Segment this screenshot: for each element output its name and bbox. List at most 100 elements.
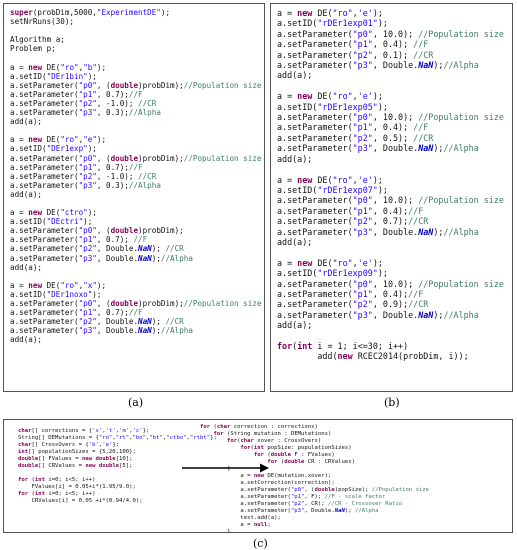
code-token: a.setParameter(: [277, 122, 353, 133]
code-token: , 0.7);: [96, 235, 134, 245]
code-token: //Alpha: [443, 309, 479, 320]
code-token: , 0.7);: [372, 216, 409, 227]
code-token: a =: [200, 473, 254, 479]
code-token: "p0": [352, 278, 373, 289]
code-token: new: [28, 280, 43, 290]
code-token: double: [110, 299, 139, 308]
code-line: a.setCorrection(correction);: [200, 480, 334, 486]
code-token: "DEctri": [46, 217, 84, 227]
code-token: ,: [129, 428, 133, 434]
code-token: a.setParameter(: [10, 98, 79, 108]
code-token: (: [237, 438, 241, 444]
code-token: double: [18, 456, 39, 462]
code-token: );: [96, 280, 107, 290]
code-token: new: [28, 135, 43, 145]
code-token: for: [240, 445, 251, 451]
code-token: a.setParameter(: [200, 494, 291, 500]
code-token: "ctbo": [166, 435, 187, 441]
code-token: a.setParameter(: [10, 80, 79, 90]
code-line: for (int i=0; i<5; i++): [18, 491, 96, 497]
code-token: double: [314, 487, 335, 493]
code-line: a.setParameter("p3", Double.NaN);//Alpha: [277, 227, 479, 237]
code-token: DE(: [312, 8, 333, 18]
code-token: a.setParameter(: [10, 235, 79, 245]
code-token: add(a);: [277, 153, 313, 164]
code-token: a.setParameter(: [277, 226, 353, 237]
code-token: char: [18, 442, 32, 448]
code-line: a = new DE("ctro");: [10, 208, 97, 217]
code-token: double: [270, 452, 291, 458]
code-token: //F: [413, 122, 429, 133]
code-line: double[] FValues = new double[10];: [18, 456, 133, 462]
code-token: for: [253, 452, 264, 458]
code-token: a.setParameter(: [277, 132, 353, 143]
code-line: a.setParameter("p3", Double.NaN);//Alpha: [10, 326, 193, 335]
code-token: add(a);: [277, 70, 313, 81]
code-line: add(a);: [10, 117, 42, 126]
code-line: a.setID("rDEr1exp07");: [277, 185, 388, 195]
code-line: a.setParameter("p0", (double)probDim);//…: [10, 154, 261, 163]
code-token: "p0": [78, 226, 97, 236]
code-token: "p2": [352, 299, 373, 310]
code-token: , (: [96, 299, 111, 308]
code-token: //Alpha: [128, 108, 161, 118]
code-token: )probDim);: [138, 153, 184, 163]
code-token: double: [284, 459, 305, 465]
code-token: "DEr1noxo": [46, 289, 93, 299]
code-line: add(a);: [277, 237, 312, 247]
code-token: "ExperimentDE": [96, 8, 161, 17]
code-token: a.setParameter(: [277, 60, 353, 71]
code-token: "p0": [352, 28, 373, 39]
caption-b: (b): [384, 396, 400, 409]
code-token: //CR: [165, 244, 184, 254]
code-token: new: [297, 91, 313, 102]
code-token: a.setParameter(: [10, 153, 79, 163]
code-token: //Population size: [418, 28, 504, 39]
code-token: //F: [408, 288, 424, 299]
code-token: //Alpha: [160, 253, 193, 263]
code-token: (: [250, 445, 254, 451]
code-token: //Alpha: [354, 508, 379, 514]
code-token: ,: [352, 91, 358, 102]
code-token: "p0": [78, 80, 97, 90]
code-listing-a: super(probDim,5000,"ExperimentDE"); setN…: [10, 8, 261, 344]
code-line: {: [200, 466, 230, 472]
code-line: a = new DE("ro","e");: [10, 135, 106, 144]
code-token: //CR: [138, 98, 157, 108]
code-token: add(: [277, 351, 338, 362]
code-token: a.setID(: [10, 71, 47, 81]
code-token: new: [28, 62, 43, 72]
code-token: );: [87, 208, 97, 218]
code-token: , 0.9);: [372, 299, 409, 310]
code-line: a.setParameter("p2", Double.NaN); //CR: [10, 317, 184, 326]
code-token: char: [216, 424, 231, 430]
code-token: );: [372, 174, 383, 185]
code-line: a.setParameter("p2", 0.1); //CR: [277, 50, 433, 60]
code-token: );: [377, 184, 388, 195]
code-line: String[] DEMutations = {"ro","rt","bo","…: [18, 435, 217, 441]
code-token: "p1": [352, 122, 373, 133]
code-line: a.setParameter("p3", 0.3);//Alpha: [10, 108, 161, 117]
code-token: "p0": [352, 112, 373, 123]
code-token: "rDEr1exp09": [317, 268, 378, 279]
code-token: [10];: [115, 456, 133, 462]
code-line: a.setParameter("p1", 0.4);//F: [277, 206, 423, 216]
code-token: [] FValues =: [38, 456, 82, 462]
code-line: a = new DE("ro",'e');: [277, 91, 383, 101]
code-token: String[] DEMutations = {: [18, 435, 99, 441]
code-token: "b": [83, 62, 97, 72]
code-line: a.setParameter("p0", (double)probDim);//…: [10, 299, 261, 308]
code-token: a.setParameter(: [10, 253, 79, 263]
code-token: NaN: [334, 508, 345, 514]
code-token: )probDim);: [138, 80, 184, 90]
code-token: "p3": [352, 309, 373, 320]
code-token: DE(: [42, 135, 61, 145]
code-token: , 0.7);: [96, 308, 129, 318]
code-token: "p3": [78, 326, 97, 336]
code-token: Problem p;: [10, 44, 56, 54]
code-token: DE(: [312, 91, 333, 102]
code-line: a = new DE("ro",'e');: [277, 8, 383, 18]
code-token: double: [110, 153, 139, 163]
code-token: "ro": [60, 280, 79, 290]
code-token: new double: [85, 463, 120, 469]
